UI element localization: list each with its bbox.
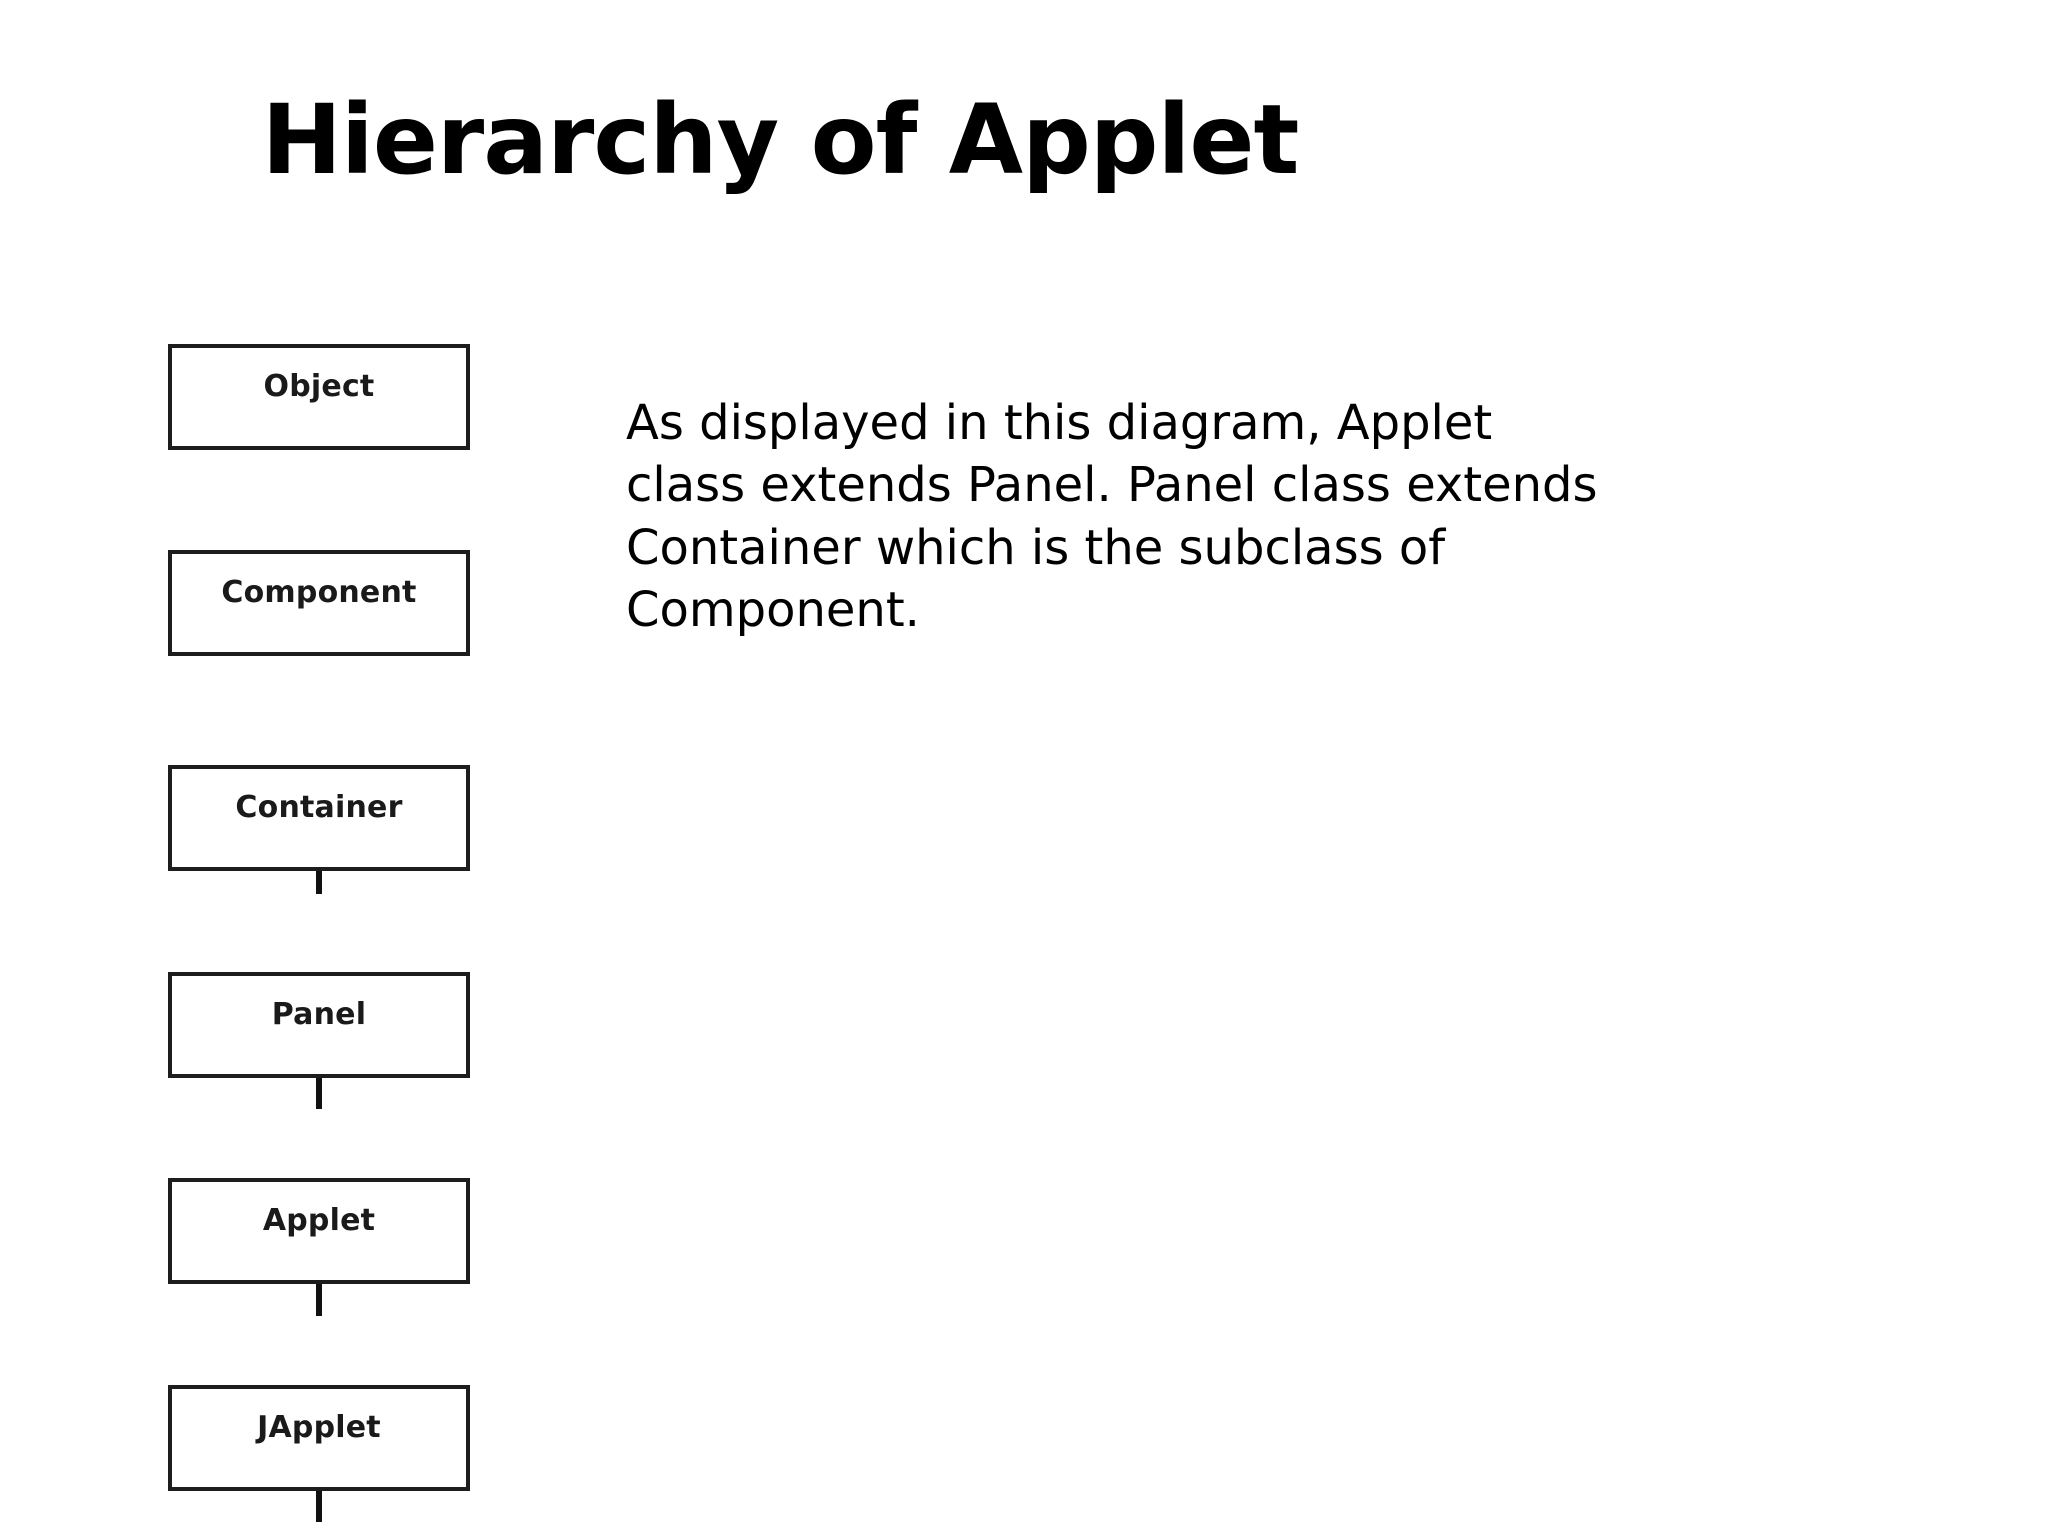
- class-box-label: Object: [263, 369, 375, 404]
- class-hierarchy-diagram: Object Component Container Panel Applet …: [168, 344, 472, 1522]
- page-title: Hierarchy of Applet: [261, 84, 1300, 196]
- class-box-japplet[interactable]: JApplet: [168, 1385, 470, 1491]
- class-box-label: Applet: [262, 1203, 376, 1238]
- class-box-label: Panel: [271, 997, 367, 1032]
- body-text-block: As displayed in this diagram, Applet cla…: [626, 392, 1626, 642]
- class-box-label: JApplet: [257, 1410, 381, 1445]
- class-box-label: Component: [221, 575, 417, 610]
- class-box-component[interactable]: Component: [168, 550, 470, 656]
- class-box-applet[interactable]: Applet: [168, 1178, 470, 1284]
- class-box-object[interactable]: Object: [168, 344, 470, 450]
- body-paragraph: As displayed in this diagram, Applet cla…: [626, 395, 1598, 639]
- class-box-label: Container: [235, 790, 403, 825]
- class-box-container[interactable]: Container: [168, 765, 470, 871]
- class-box-panel[interactable]: Panel: [168, 972, 470, 1078]
